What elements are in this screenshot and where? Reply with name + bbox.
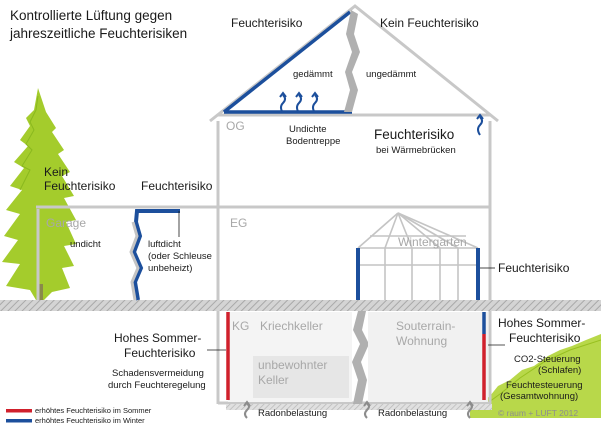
souterrain-area: [368, 312, 488, 402]
humidity-control-2: (Gesamtwohnung): [500, 391, 578, 402]
roof-no-risk-label: Kein Feuchterisiko: [380, 16, 479, 30]
title-line-2: jahreszeitliche Feuchterisiken: [9, 26, 187, 41]
og-risk-sub: bei Wärmebrücken: [376, 145, 456, 156]
legend-summer-label: erhöhtes Feuchterisiko im Sommer: [35, 406, 152, 415]
souterrain-label-2: Wohnung: [396, 334, 447, 348]
roof-uninsulated-label: ungedämmt: [366, 69, 417, 80]
basement-label-2: Keller: [258, 373, 289, 387]
damage-prevention-2: durch Feuchteregelung: [108, 380, 206, 391]
summer-risk-left-1: Hohes Sommer-: [114, 331, 201, 345]
radon-label-2: Radonbelastung: [378, 408, 447, 419]
attic-stairs-label-2: Bodentreppe: [286, 136, 340, 147]
roof-risk-label: Feuchterisiko: [231, 16, 303, 30]
summer-risk-right-1: Hohes Sommer-: [498, 316, 585, 330]
garage-label: Garage: [46, 216, 86, 230]
legend: erhöhtes Feuchterisiko im Sommer erhöhte…: [6, 406, 152, 425]
unused-basement-area: [253, 356, 349, 398]
roof-insulation: [222, 10, 352, 114]
ground-level: [0, 300, 601, 311]
leaky-label: undicht: [70, 239, 101, 250]
radon-label-1: Radonbelastung: [258, 408, 327, 419]
left-risk: Feuchterisiko: [141, 179, 213, 193]
basement-separator: [352, 311, 369, 404]
souterrain-label-1: Souterrain-: [396, 319, 455, 333]
eg-risk-label: Feuchterisiko: [498, 261, 570, 275]
humidity-control-1: Feuchtesteuerung: [506, 380, 583, 391]
og-label: OG: [226, 119, 245, 133]
basement-label-1: unbewohnter: [258, 358, 327, 372]
wintergarden-label: Wintergarten: [398, 235, 467, 249]
basement-floor: [226, 404, 492, 410]
moisture-arrow-icon: [279, 91, 484, 136]
copyright: © raum + LUFT 2012: [498, 408, 578, 418]
airlock-wall-shade: [129, 221, 140, 301]
legend-winter-label: erhöhtes Feuchterisiko im Winter: [35, 416, 145, 425]
roof-insulated-label: gedämmt: [293, 69, 333, 80]
radon-arrow-icon: [243, 400, 474, 419]
damage-prevention-1: Schadensvermeidung: [112, 368, 204, 379]
airtight-label-2: (oder Schleuse: [148, 251, 212, 262]
legend-summer-swatch: [6, 409, 32, 413]
tree-left: [2, 88, 76, 304]
attic-stairs-label-1: Undichte: [289, 124, 327, 135]
legend-winter-swatch: [6, 419, 32, 423]
og-risk-title: Feuchterisiko: [374, 127, 454, 142]
summer-risk-left-2: Feuchterisiko: [124, 346, 196, 360]
summer-risk-right-2: Feuchterisiko: [509, 331, 581, 345]
crawlspace-label: Kriechkeller: [260, 319, 323, 333]
left-no-risk-2: Feuchterisiko: [44, 179, 116, 193]
title-line-1: Kontrollierte Lüftung gegen: [10, 8, 172, 23]
wintergarden: [357, 212, 479, 300]
eg-label: EG: [230, 216, 247, 230]
airtight-label-1: luftdicht: [148, 239, 181, 250]
co2-control-2: (Schlafen): [538, 365, 581, 376]
airlock-wall: [131, 209, 180, 301]
airtight-label-3: unbeheizt): [148, 263, 192, 274]
roof-separator: [344, 10, 360, 112]
left-no-risk-1: Kein: [44, 165, 68, 179]
bush-right: [470, 334, 601, 418]
co2-control-1: CO2-Steuerung: [514, 354, 581, 365]
kg-label: KG: [232, 319, 249, 333]
